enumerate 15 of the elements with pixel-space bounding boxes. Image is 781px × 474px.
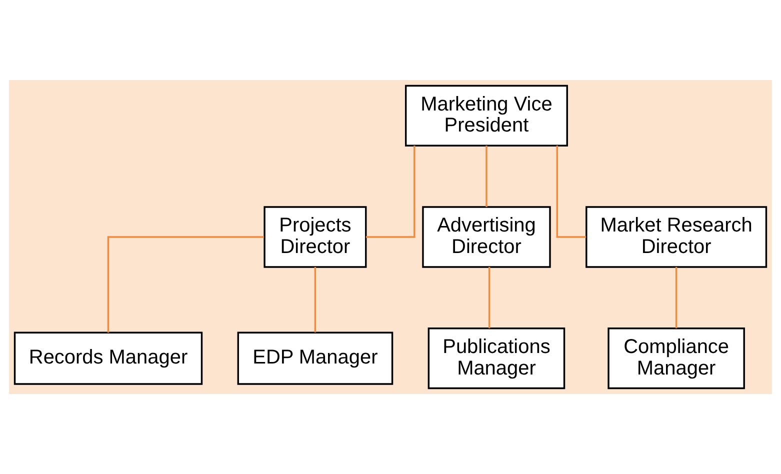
node-box: EDP Manager — [237, 332, 394, 385]
connector — [366, 146, 416, 238]
node-box: Compliance Manager — [608, 327, 745, 390]
node-box: Publications Manager — [428, 327, 566, 390]
node-box: Marketing Vice President — [404, 84, 568, 147]
connector — [486, 146, 488, 207]
node-box: Advertising Director — [422, 206, 551, 268]
connector — [488, 266, 490, 328]
connector — [556, 146, 586, 238]
node-box: Market Research Director — [586, 206, 768, 268]
connector — [314, 266, 316, 332]
node-box: Records Manager — [14, 332, 203, 385]
connector — [675, 266, 678, 328]
connector — [107, 236, 264, 333]
node-box: Projects Director — [264, 206, 367, 268]
